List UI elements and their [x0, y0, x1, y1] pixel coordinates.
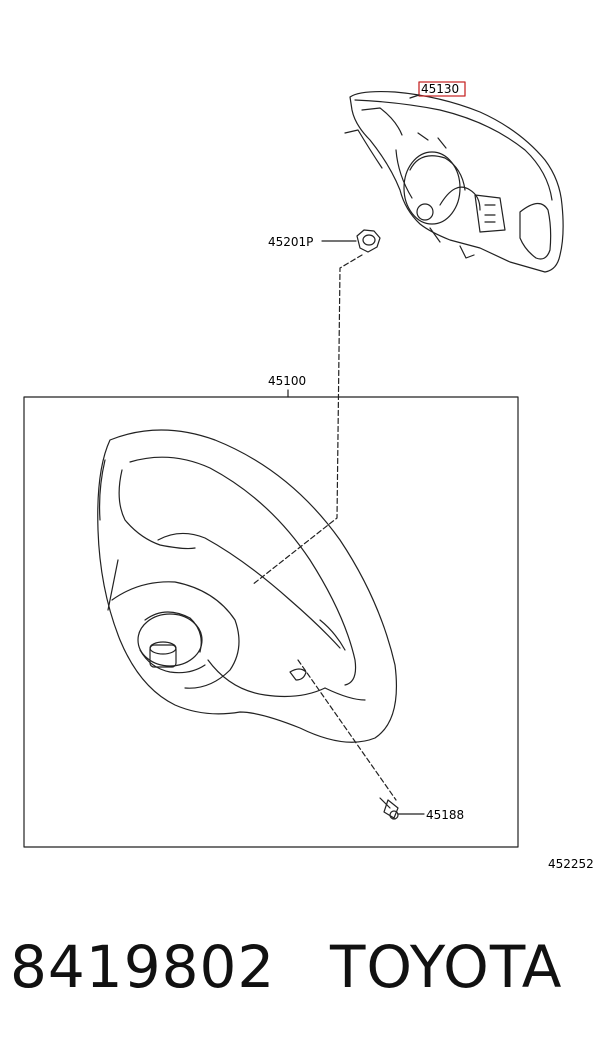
airbag-module-drawing [344, 90, 564, 273]
figure-reference-label: 452252 [548, 857, 594, 871]
brand-name: TOYOTA [330, 933, 563, 1001]
parts-diagram: 45130 45201P 45100 45188 452252 [23, 81, 594, 871]
part-number: 8419802 [10, 933, 276, 1001]
footer: 8419802 TOYOTA [0, 925, 600, 1015]
steering-wheel-frame [23, 396, 519, 848]
nut-part-label: 45201P [268, 235, 313, 249]
screw-drawing [379, 797, 399, 820]
nut-drawing [356, 229, 381, 253]
wheel-part-label: 45100 [268, 374, 306, 388]
screw-part-label: 45188 [426, 808, 464, 822]
steering-wheel-drawing [97, 429, 398, 743]
airbag-callout-highlight [418, 81, 466, 97]
airbag-part-label: 45130 [421, 82, 459, 96]
